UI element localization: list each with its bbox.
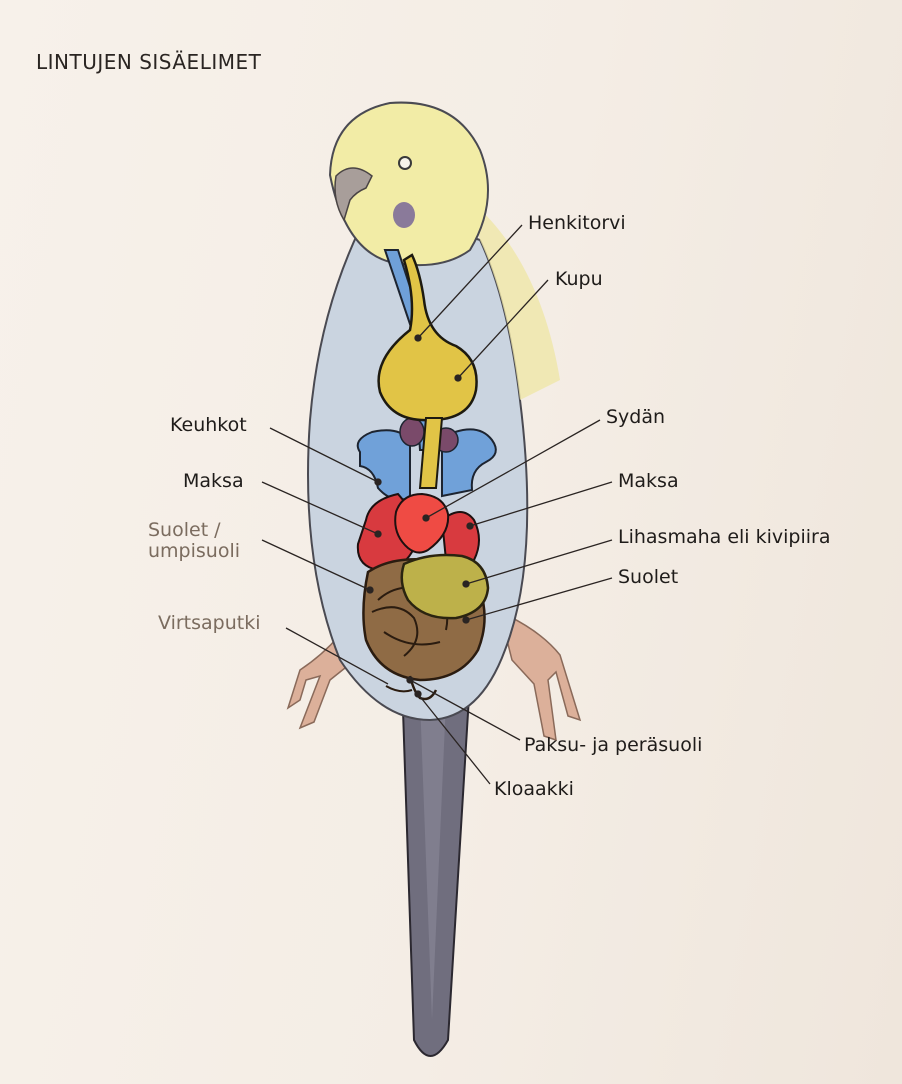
label-paksusuoli: Paksu- ja peräsuoli xyxy=(524,734,702,756)
label-sydan: Sydän xyxy=(606,406,665,428)
label-suolet-right: Suolet xyxy=(618,566,678,588)
label-maksa-right: Maksa xyxy=(618,470,679,492)
label-henkitorvi: Henkitorvi xyxy=(528,212,626,234)
label-suolet-line2: umpisuoli xyxy=(148,541,240,562)
label-kupu: Kupu xyxy=(555,268,603,290)
label-suolet-umpisuoli: Suolet / umpisuoli xyxy=(148,520,240,562)
label-virtsaputki: Virtsaputki xyxy=(158,612,261,634)
label-suolet-line1: Suolet / xyxy=(148,520,240,541)
label-maksa-left: Maksa xyxy=(183,470,244,492)
cheek-spot xyxy=(393,202,415,228)
eye xyxy=(399,157,411,169)
label-lihasmaha: Lihasmaha eli kivipiira xyxy=(618,526,831,548)
air-sac-left xyxy=(400,418,424,446)
label-kloaakki: Kloaakki xyxy=(494,778,574,800)
label-keuhkot: Keuhkot xyxy=(170,414,247,436)
